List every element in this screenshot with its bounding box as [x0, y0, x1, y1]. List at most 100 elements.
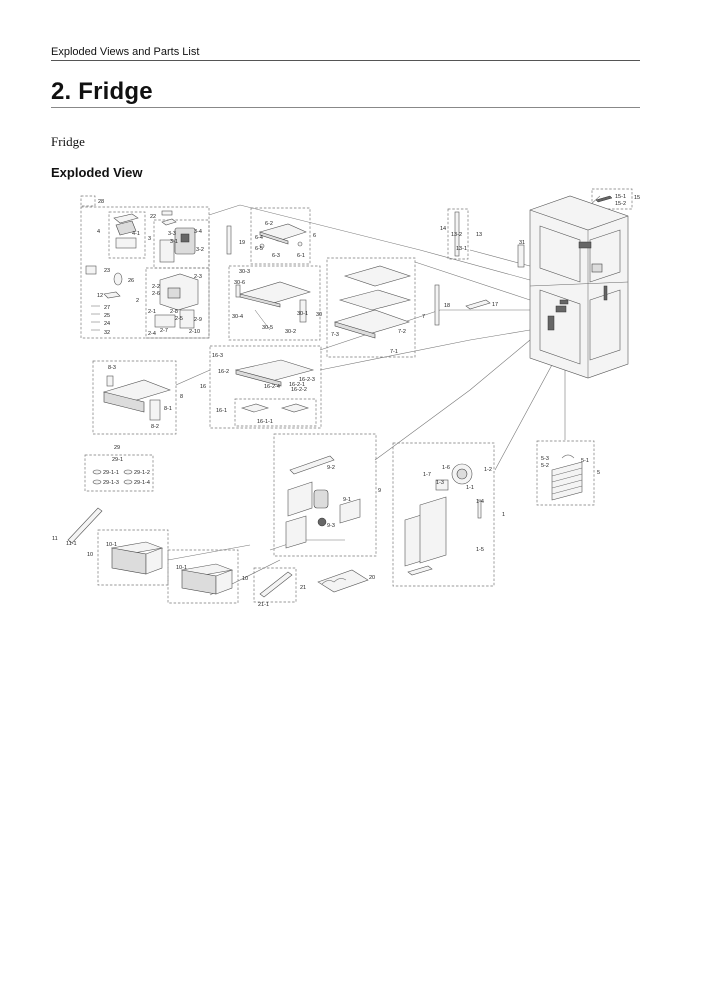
callouts-8: 8-3 8 8-1 8-2 — [108, 365, 183, 430]
group-29 — [84, 454, 154, 492]
group-shelf-7 — [326, 257, 416, 358]
callout: 10 — [242, 576, 248, 582]
page-title: 2. Fridge — [51, 78, 153, 105]
callout: 2-10 — [189, 329, 200, 335]
callout: 8-2 — [151, 424, 159, 430]
callout: 15-1 — [615, 194, 626, 200]
callout: 13-1 — [456, 246, 467, 252]
callout: 1-6 — [442, 465, 450, 471]
callout: 29-1-2 — [134, 470, 150, 476]
callout: 5-3 — [541, 456, 549, 462]
callout: 6-1 — [297, 253, 305, 259]
callout: 2-9 — [194, 317, 202, 323]
callout: 8 — [180, 394, 183, 400]
callouts-11: 11 11-1 — [52, 536, 77, 547]
callout: 9-2 — [327, 465, 335, 471]
callout: 30-1 — [297, 311, 308, 317]
callouts-29: 29 29-1 29-1-1 29-1-2 29-1-3 29-1-4 — [103, 445, 150, 486]
callout: 1-4 — [476, 499, 484, 505]
title-rule — [51, 107, 640, 108]
callout: 16-2-2 — [291, 387, 307, 393]
callout: 30 — [316, 312, 322, 318]
callout: 1-7 — [423, 472, 431, 478]
callout: 2-3 — [194, 274, 202, 280]
callout: 30-2 — [285, 329, 296, 335]
group-10b — [167, 549, 239, 604]
group-21 — [253, 567, 297, 603]
group-20 — [317, 569, 369, 593]
callouts-13-14: 14 13-2 13 13-1 31 — [440, 226, 525, 252]
callout: 1-5 — [476, 547, 484, 553]
callout: 15-2 — [615, 201, 626, 207]
callout: 21 — [300, 585, 306, 591]
callout: 1-2 — [484, 467, 492, 473]
header-rule — [51, 60, 640, 61]
callout: 2-5 — [175, 316, 183, 322]
callout: 31 — [519, 240, 525, 246]
callouts-1: 1-6 1-2 1-7 1-1 1-3 1-4 1 1-5 — [423, 465, 505, 553]
callout: 16-1-1 — [257, 419, 273, 425]
callouts-shelf-30: 30-3 30-6 30-4 30-5 30-1 30-2 30 — [232, 269, 322, 335]
callout: 6-5 — [255, 246, 263, 252]
callout: 3-3 — [168, 231, 176, 237]
group-shelf-30 — [228, 265, 321, 341]
callout: 9-1 — [343, 497, 351, 503]
callout: 3-1 — [170, 239, 178, 245]
callout: 3-2 — [196, 247, 204, 253]
callouts-9: 9-2 9 9-1 9-3 — [327, 465, 381, 529]
callouts-16: 16-3 16-2 16 16-2-3 16-2-1 16-2-4 16-2-2… — [200, 353, 315, 425]
group-1 — [392, 442, 495, 587]
callout: 6-4 — [255, 235, 263, 241]
callout: 32 — [104, 330, 110, 336]
callout: 2-8 — [170, 309, 178, 315]
callout: 17 — [492, 302, 498, 308]
callout: 30-6 — [234, 280, 245, 286]
callout: 16-2-1 — [289, 382, 305, 388]
callout: 6-2 — [265, 221, 273, 227]
callout: 2-2 — [152, 284, 160, 290]
callout: 2 — [136, 298, 139, 304]
callout: 14 — [440, 226, 446, 232]
callouts-18-17: 18 17 — [444, 302, 498, 309]
callout: 16-1 — [216, 408, 227, 414]
callout: 29-1-4 — [134, 480, 150, 486]
callout: 6 — [313, 233, 316, 239]
group-5 — [536, 440, 595, 506]
cabinet — [529, 195, 629, 379]
callout: 28 — [98, 199, 104, 205]
callouts-shelf-6: 19 6 6-2 6-4 6-5 6-3 6-1 — [239, 221, 316, 259]
callout: 4-1 — [132, 231, 140, 237]
callout: 19 — [239, 240, 245, 246]
callout: 7 — [422, 314, 425, 320]
group-dispenser-box — [80, 206, 210, 339]
callout: 29-1-3 — [103, 480, 119, 486]
callout: 7-1 — [390, 349, 398, 355]
callout: 8-3 — [108, 365, 116, 371]
callout: 13 — [476, 232, 482, 238]
callouts-shelf-7: 7 7-3 7-2 7-1 — [331, 314, 425, 355]
callouts-10: 10-1 10 — [87, 542, 117, 558]
group-16 — [209, 345, 322, 429]
callout: 2-4 — [148, 331, 156, 337]
group-10 — [97, 529, 169, 586]
group-8 — [92, 360, 177, 435]
callout: 16 — [200, 384, 206, 390]
callout: 11-1 — [66, 541, 77, 547]
callout: 16-3 — [212, 353, 223, 359]
section-header: Exploded Views and Parts List — [51, 46, 200, 58]
callout: 4 — [97, 229, 100, 235]
callout: 20 — [369, 575, 375, 581]
callout: 7-2 — [398, 329, 406, 335]
callout: 25 — [104, 313, 110, 319]
callout: 2-6 — [152, 291, 160, 297]
group-13-14 — [447, 208, 525, 268]
callout: 11 — [52, 536, 58, 542]
callout: 1-3 — [436, 480, 444, 486]
callout: 2-1 — [148, 309, 156, 315]
group-dispenser — [80, 195, 210, 339]
callout: 6-3 — [272, 253, 280, 259]
callout: 15 — [634, 195, 640, 201]
group-9 — [273, 433, 377, 557]
group-15 — [591, 188, 633, 210]
